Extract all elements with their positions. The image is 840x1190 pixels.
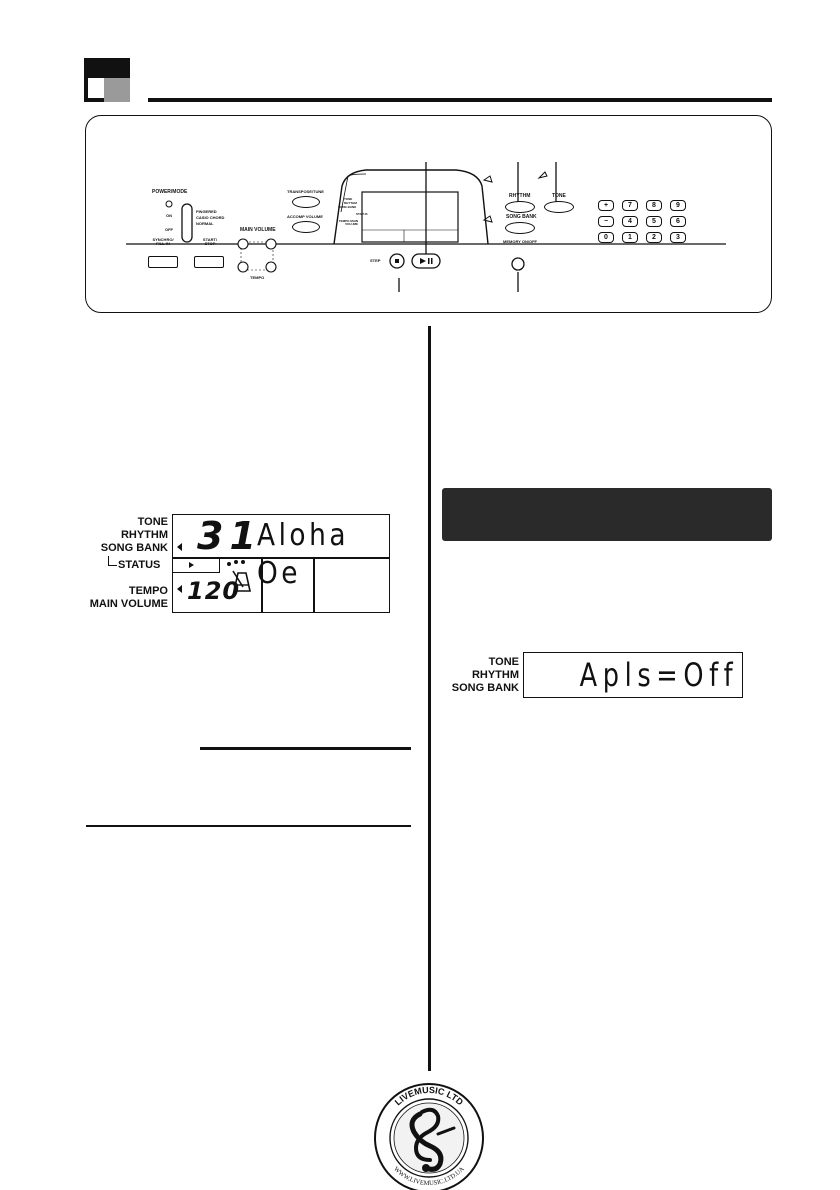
- lcd1-indicator-arrow-bottom: [177, 585, 182, 593]
- display1-label-tone: TONE: [137, 516, 168, 528]
- num-key-minus[interactable]: −: [598, 216, 614, 227]
- section-heading-bar: [442, 488, 772, 541]
- mode-normal: NORMAL: [196, 221, 214, 226]
- display2-label-song-bank: SONG BANK: [451, 682, 519, 694]
- num-key-6[interactable]: 6: [670, 216, 686, 227]
- metronome-icon: [227, 560, 251, 592]
- logo-clef-icon: [409, 1107, 456, 1172]
- status-bracket: [108, 556, 117, 566]
- keyboard-panel: POWER/MODE ON OFF FINGERED CASIO CHORD N…: [85, 115, 772, 313]
- display1-label-song-bank: SONG BANK: [100, 542, 168, 554]
- rhythm-button[interactable]: [505, 201, 535, 213]
- song-bank-label: SONG BANK: [506, 214, 537, 220]
- num-key-2[interactable]: 2: [646, 232, 662, 243]
- memory-on-off-label: MEMORY ON/OFF: [503, 239, 537, 244]
- section-corner-mark: [84, 58, 132, 104]
- tone-label: TONE: [552, 193, 566, 199]
- mode-fingered: FINGERED: [196, 209, 217, 214]
- num-key-1[interactable]: 1: [622, 232, 638, 243]
- column-divider: [428, 326, 431, 1071]
- mode-casio-chord: CASIO CHORD: [196, 215, 225, 220]
- header-rule: [148, 98, 772, 102]
- lcd1-status-arrow: [189, 562, 194, 568]
- tone-button[interactable]: [544, 201, 574, 213]
- panel-lines: [126, 162, 726, 292]
- start-stop-label: START/ STOP: [202, 237, 218, 246]
- lcd1-song-number: 31: [197, 514, 262, 558]
- synchro-fill-label: SYNCHRO/ FILL-IN: [152, 237, 174, 246]
- display-tempo-label: TEMPO MAIN VOLUME: [338, 219, 358, 226]
- main-volume-label: MAIN VOLUME: [240, 227, 276, 233]
- lcd2-text: Apls=Off: [579, 656, 738, 694]
- display2-label-rhythm: RHYTHM: [471, 669, 519, 681]
- num-key-3[interactable]: 3: [670, 232, 686, 243]
- num-key-9[interactable]: 9: [670, 200, 686, 211]
- accomp-volume-button[interactable]: [292, 221, 320, 233]
- num-key-4[interactable]: 4: [622, 216, 638, 227]
- display1-label-rhythm: RHYTHM: [120, 529, 168, 541]
- lcd1-col-divider-a: [261, 558, 263, 612]
- num-key-5[interactable]: 5: [646, 216, 662, 227]
- lcd-display-1: 31 Aloha Oe 120: [172, 514, 390, 613]
- num-key-8[interactable]: 8: [646, 200, 662, 211]
- lcd1-song-name: Aloha Oe: [257, 518, 350, 591]
- song-bank-button[interactable]: [505, 222, 535, 234]
- lcd1-row-divider: [173, 557, 389, 559]
- display2-label-tone: TONE: [488, 656, 519, 668]
- rhythm-label: RHYTHM: [509, 193, 531, 199]
- accomp-volume-label: ACCOMP VOLUME: [287, 214, 323, 219]
- num-key-plus[interactable]: +: [598, 200, 614, 211]
- off-label: OFF: [165, 227, 173, 232]
- display-song-bank-label: SONG BANK: [338, 205, 357, 209]
- num-key-7[interactable]: 7: [622, 200, 638, 211]
- display-status-label: STATUS: [356, 212, 368, 216]
- transpose-tune-label: TRANSPOSE/TUNE: [287, 189, 324, 194]
- display-tone-label: TONE: [344, 197, 353, 201]
- rule-left-short: [200, 747, 411, 750]
- display1-label-status: STATUS: [118, 559, 161, 571]
- display1-label-main-volume: MAIN VOLUME: [89, 598, 168, 610]
- num-key-0[interactable]: 0: [598, 232, 614, 243]
- transpose-tune-button[interactable]: [292, 196, 320, 208]
- tempo-label: TEMPO: [250, 275, 265, 280]
- lcd1-tempo-value: 120: [187, 577, 241, 605]
- display-rhythm-label: RHYTHM: [344, 201, 357, 205]
- lcd1-status-box: [173, 558, 220, 573]
- synchro-fill-button[interactable]: [148, 256, 178, 268]
- on-label: ON: [166, 213, 172, 218]
- livemusic-logo: LIVEMUSIC LTD WWW.LIVEMUSIC.LTD.UA: [374, 1083, 484, 1190]
- start-stop-button[interactable]: [194, 256, 224, 268]
- lcd1-col-divider-b: [313, 558, 315, 612]
- rule-left-full: [86, 825, 411, 827]
- lcd1-indicator-arrow-top: [177, 543, 182, 551]
- step-label: STEP: [370, 258, 381, 263]
- power-mode-label: POWER/MODE: [152, 189, 188, 195]
- display1-label-tempo: TEMPO: [128, 585, 168, 597]
- lcd-display-2: Apls=Off: [523, 652, 743, 698]
